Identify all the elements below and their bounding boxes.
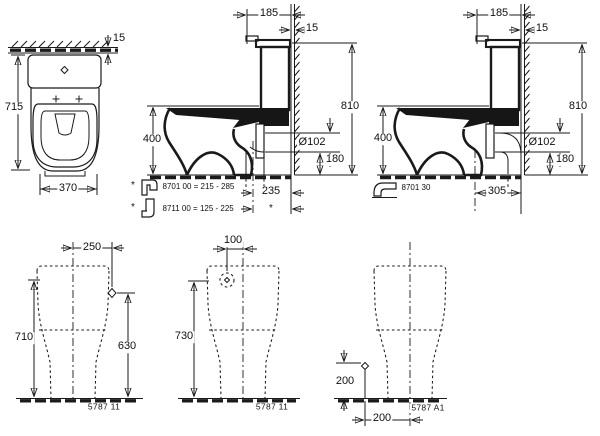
rear-mid-model-number: 5787 11: [254, 401, 290, 412]
seat-outline: [32, 103, 98, 168]
rear-view-left: [16, 241, 143, 403]
wallout-setback-dim: 185: [488, 7, 510, 20]
cistern-front: [27, 54, 102, 89]
rear-left-top-dim: 250: [81, 241, 103, 254]
wallout-total-height-dim: 810: [567, 100, 589, 113]
note1-accessory-range: 8701 00 = 215 - 285: [161, 181, 236, 192]
vario-outlet-pipe-icon: [141, 179, 158, 196]
rear-right-model-number: 5787 A1: [409, 402, 447, 413]
hinge-marks: [52, 95, 83, 103]
rear-right-height-dim: 200: [334, 375, 356, 388]
vario-setback-dim: 185: [258, 7, 280, 20]
floor-outlet-pipe-icon: [141, 198, 155, 218]
rear-right-offset-dim: 200: [371, 412, 393, 425]
front-width-dim: 370: [57, 182, 79, 195]
supply-connection-mark: [360, 361, 370, 371]
bowl-front: [30, 88, 100, 172]
wallout-outlet-dia-dim: Ø102: [527, 136, 557, 149]
rear-left-model-number: 5787 11: [86, 401, 122, 412]
rear-mid-inlet-offset-dim: 100: [222, 234, 244, 247]
vario-total-height-dim: 810: [339, 100, 361, 113]
note1-star: *: [131, 179, 135, 191]
wall-outlet-elbow-icon: [373, 182, 397, 197]
rear-left-height-dim: 710: [13, 331, 35, 344]
wallout-outlet-height-dim: 180: [554, 153, 576, 166]
vario-bowl-height-dim: 400: [141, 133, 163, 146]
vario-outlet-dist-dim: 235: [260, 185, 282, 198]
side-view-vario-outlet: [141, 4, 358, 218]
front-height-dim: 715: [3, 101, 25, 114]
supply-connection-mark: [107, 287, 117, 299]
wallout-panel-dim: 15: [534, 22, 550, 35]
rear-view-right: [334, 241, 447, 427]
vario-panel-dim: 15: [304, 22, 320, 35]
note2-star: *: [131, 201, 135, 213]
note2-accessory-range: 8711 00 = 125 - 225: [161, 203, 236, 214]
rear-left-supply-height-dim: 630: [116, 340, 138, 353]
front-wall-dim: 15: [111, 32, 127, 45]
vario-outlet-dia-dim: Ø102: [297, 136, 327, 149]
flush-button-icon: [60, 65, 69, 75]
water-inlet-mark: [219, 272, 235, 288]
note3-accessory-code: 8701 30: [400, 182, 432, 193]
wallout-bowl-height-dim: 400: [372, 132, 394, 145]
rear-view-middle: [178, 241, 300, 403]
front-view: [8, 35, 118, 195]
vario-outlet-height-dim: 180: [324, 153, 346, 166]
rear-mid-height-dim: 730: [173, 330, 195, 343]
vario-range-star: *: [269, 202, 273, 214]
wallout-outlet-dist-dim: 305: [486, 185, 508, 198]
